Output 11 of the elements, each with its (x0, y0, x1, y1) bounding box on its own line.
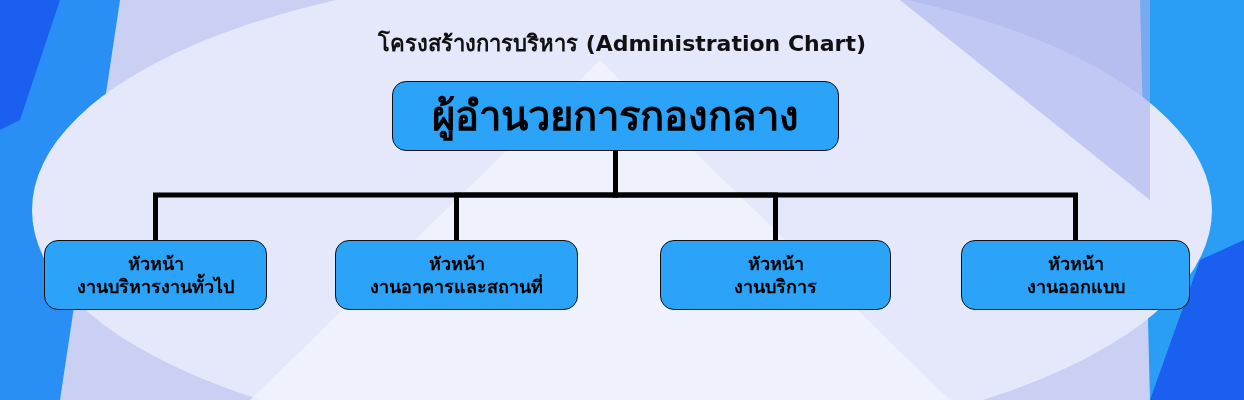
node-label: หัวหน้า งานบริหารงานทั้วไป (77, 251, 234, 299)
department-head-box (961, 240, 1190, 310)
department-head-box (660, 240, 891, 310)
node-label: หัวหน้า งานออกแบบ (1026, 251, 1125, 299)
node-label: หัวหน้า งานอาคารและสถานที่ (370, 251, 543, 299)
director-box (392, 81, 839, 151)
department-head-box (44, 240, 267, 310)
chart-title: โครงสร้างการบริหาร (Administration Chart) (377, 29, 867, 58)
node-label: หัวหน้า งานบริการ (734, 251, 817, 299)
department-head-box (335, 240, 578, 310)
node-label: ผู้อำนวยการกองกลาง (432, 92, 799, 142)
